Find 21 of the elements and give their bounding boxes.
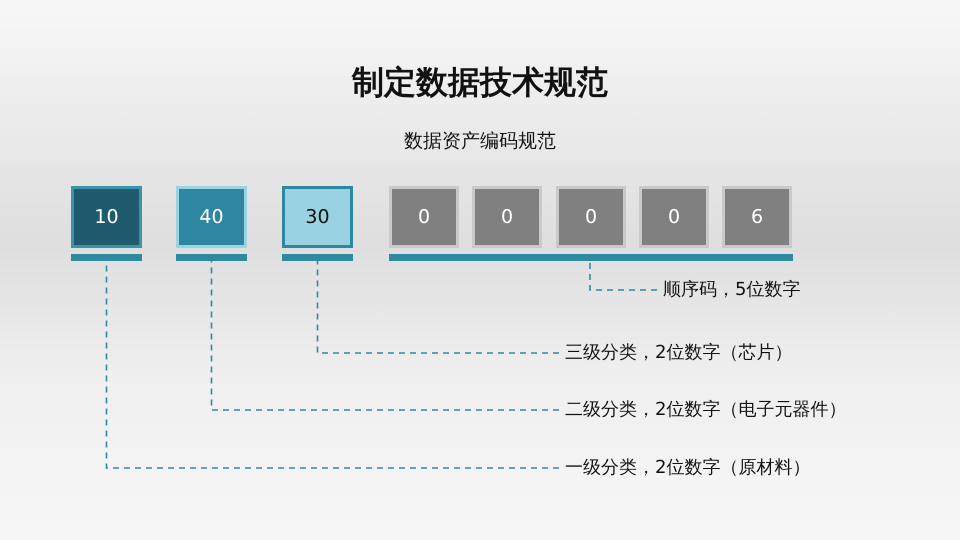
underline-bar: [282, 254, 353, 261]
code-digit-box: 0: [472, 186, 542, 248]
leader-line: [589, 261, 657, 291]
code-digit-box: 6: [722, 186, 792, 248]
subtitle: 数据资产编码规范: [403, 129, 557, 153]
code-digit-box: 40: [176, 186, 247, 248]
underline-bar: [176, 254, 247, 261]
underline-bar: [71, 254, 142, 261]
slide-title: 制定数据技术规范: [350, 62, 609, 103]
code-digit-box: 10: [71, 186, 142, 248]
annotation-text: 二级分类，2位数字（电子元器件）: [565, 398, 895, 422]
code-digit-box: 0: [389, 186, 459, 248]
leader-line: [316, 261, 559, 354]
code-digit-box: 0: [556, 186, 626, 248]
leader-line: [210, 261, 559, 411]
code-digit-box: 0: [639, 186, 709, 248]
annotation-text: 顺序码，5位数字: [663, 278, 833, 302]
code-digit-box: 30: [282, 186, 353, 248]
annotation-text: 三级分类，2位数字（芯片）: [565, 341, 845, 365]
annotation-text: 一级分类，2位数字（原材料）: [565, 456, 865, 480]
underline-bar: [389, 254, 793, 261]
